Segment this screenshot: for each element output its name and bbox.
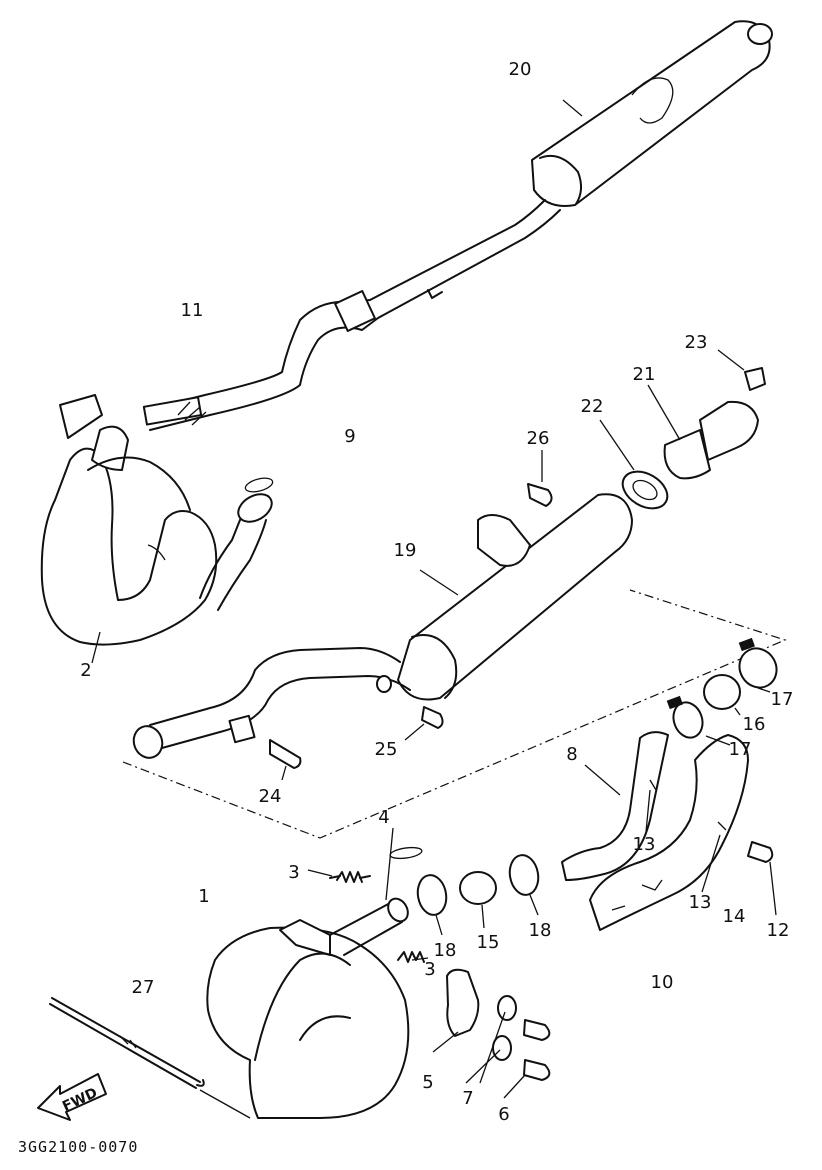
callout-6: 6 xyxy=(498,1104,509,1125)
muffler-middle xyxy=(397,493,633,701)
rod-27 xyxy=(51,997,201,1083)
callout-17-lower: 17 xyxy=(729,739,752,760)
fwd-arrow: FWD xyxy=(37,1073,107,1121)
spring-3-lower xyxy=(397,951,425,963)
callout-20: 20 xyxy=(509,59,532,80)
exhaust-pipe-upper xyxy=(144,199,546,411)
callout-22: 22 xyxy=(581,396,604,417)
callout-17-upper: 17 xyxy=(771,689,794,710)
callout-24: 24 xyxy=(259,786,282,807)
link-pipe-8 xyxy=(561,731,669,881)
callout-5: 5 xyxy=(422,1072,433,1093)
muffler-upper xyxy=(531,20,771,207)
exhaust-pipe-middle xyxy=(149,647,401,726)
fitting-18-left xyxy=(416,874,448,916)
callout-8: 8 xyxy=(566,744,577,765)
heat-guard-14 xyxy=(589,734,749,931)
callout-1: 1 xyxy=(198,886,209,907)
drawing-code: 3GG2100-0070 xyxy=(18,1138,138,1156)
callout-2: 2 xyxy=(80,660,91,681)
callout-labels: 20 11 23 21 22 26 9 19 2 17 16 17 25 8 2… xyxy=(80,59,793,1125)
callout-13-upper: 13 xyxy=(633,834,656,855)
callout-7: 7 xyxy=(462,1088,473,1109)
callout-15: 15 xyxy=(477,932,500,953)
bolt-25 xyxy=(421,706,444,729)
fitting-18-right xyxy=(508,854,540,896)
spring-3-upper xyxy=(329,871,371,883)
upper-exhaust-assembly xyxy=(40,20,773,646)
callout-27: 27 xyxy=(132,977,155,998)
expansion-chamber-upper xyxy=(40,447,218,646)
o-ring-4 xyxy=(389,846,423,860)
callout-25: 25 xyxy=(375,739,398,760)
clamp-17-upper xyxy=(738,637,778,689)
callout-16: 16 xyxy=(743,714,766,735)
middle-exhaust-assembly xyxy=(122,367,787,839)
callout-3-lower: 3 xyxy=(424,959,435,980)
washers-7 xyxy=(492,995,517,1061)
bolt-12 xyxy=(747,841,774,863)
clamp-17-lower xyxy=(666,695,704,739)
dashed-boundary xyxy=(122,589,787,839)
callout-18-left: 18 xyxy=(434,940,457,961)
callout-23: 23 xyxy=(685,332,708,353)
sleeve-16 xyxy=(703,674,741,710)
callout-3-upper: 3 xyxy=(288,862,299,883)
sleeve-15 xyxy=(459,871,497,905)
bolt-24 xyxy=(269,739,302,769)
bolt-26 xyxy=(527,483,553,507)
callout-26: 26 xyxy=(527,428,550,449)
bolt-23 xyxy=(744,367,766,391)
callout-4: 4 xyxy=(378,807,389,828)
callout-10: 10 xyxy=(651,972,674,993)
callout-21: 21 xyxy=(633,364,656,385)
bracket-5 xyxy=(446,968,480,1037)
tail-cap-21 xyxy=(663,400,759,480)
gasket-22 xyxy=(621,470,669,510)
leader-lines xyxy=(91,99,777,1119)
callout-19: 19 xyxy=(394,540,417,561)
callout-14: 14 xyxy=(723,906,746,927)
callout-12: 12 xyxy=(767,920,790,941)
bolts-6 xyxy=(523,1019,551,1081)
lower-exhaust-assembly xyxy=(49,731,774,1119)
callout-9: 9 xyxy=(344,426,355,447)
callout-18-right: 18 xyxy=(529,920,552,941)
fwd-arrow-icon xyxy=(37,1073,107,1121)
callout-11: 11 xyxy=(181,300,204,321)
callout-13-lower: 13 xyxy=(689,892,712,913)
